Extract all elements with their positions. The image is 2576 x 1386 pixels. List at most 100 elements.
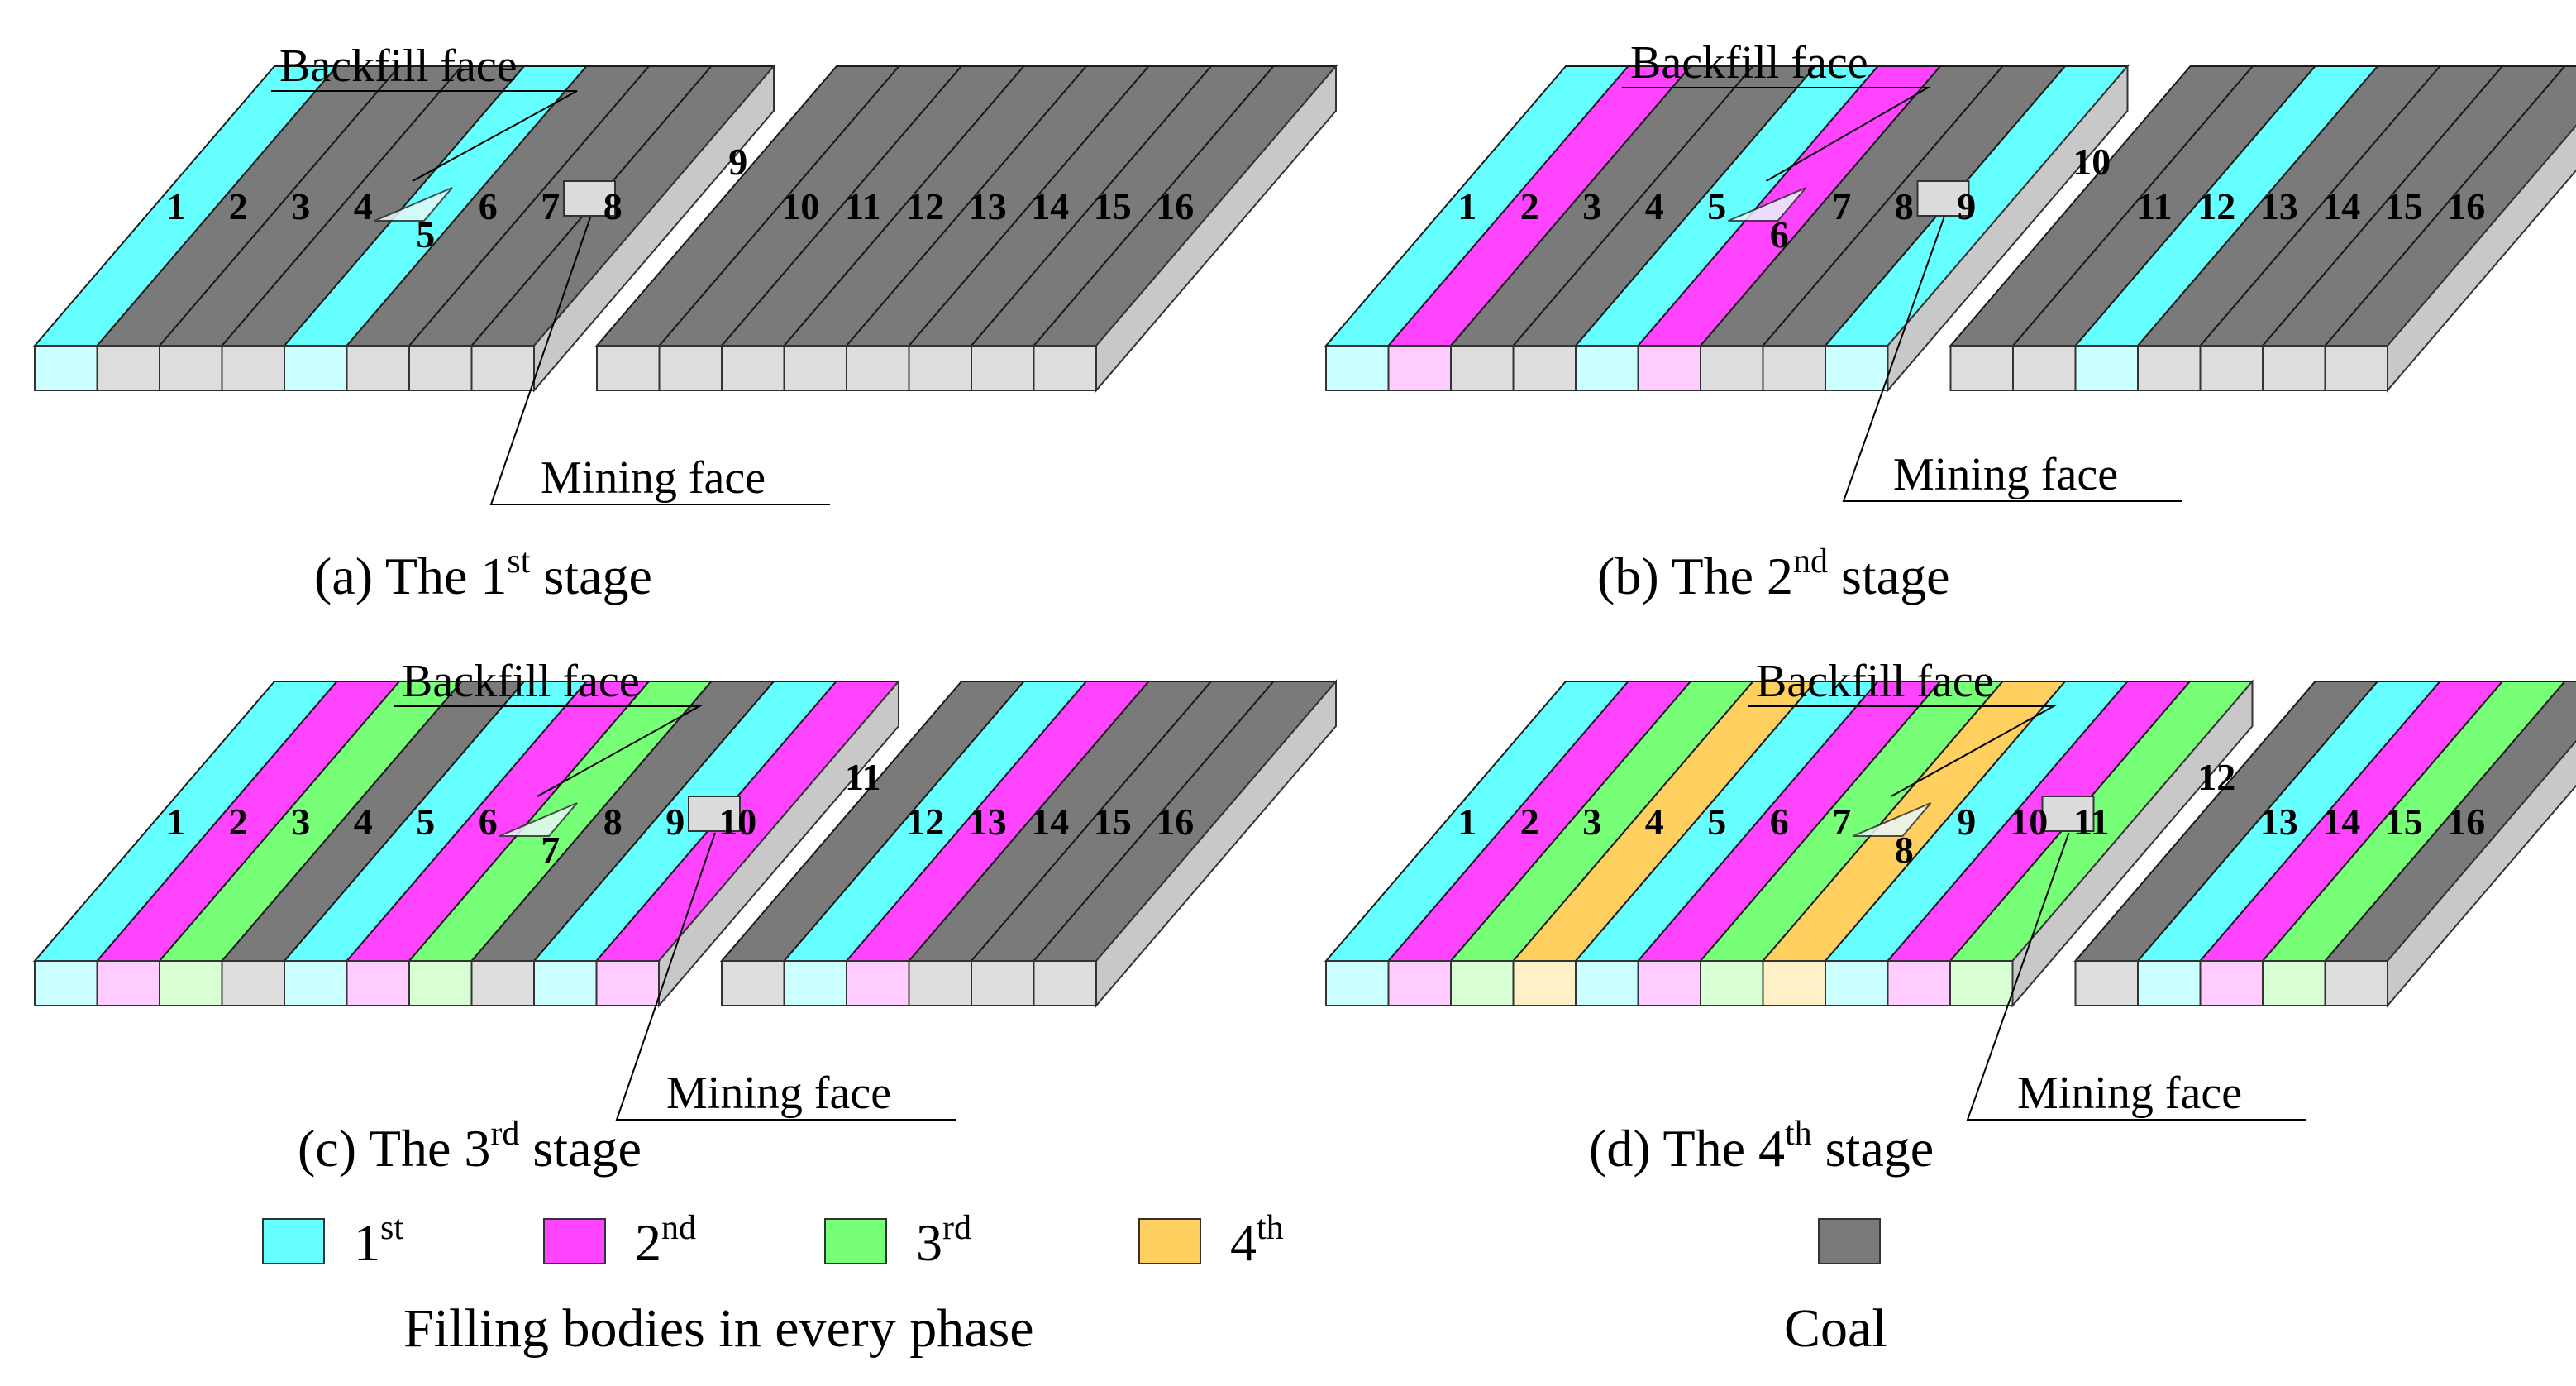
right-block-side — [1095, 64, 1337, 393]
legend-swatch-3rd — [824, 1218, 887, 1264]
strip-number: 5 — [1707, 185, 1726, 227]
backfill-face-label: Backfill face — [1630, 37, 1868, 88]
strip-number: 2 — [1520, 185, 1539, 227]
backfill-face-label: Backfill face — [1756, 656, 1994, 707]
strip-number: 5 — [1707, 801, 1726, 843]
legend-label-4th: 4th — [1230, 1209, 1284, 1272]
strip-number: 12 — [906, 185, 944, 227]
strip-front-6 — [1637, 345, 1701, 391]
strip-number: 1 — [1457, 185, 1476, 227]
strip-front-8 — [470, 345, 535, 391]
strip-number: 1 — [166, 185, 185, 227]
strip-number: 14 — [1031, 185, 1069, 227]
backfill-face-label: Backfill face — [402, 656, 640, 707]
strip-front-9 — [1825, 960, 1889, 1006]
mining-leader — [615, 832, 956, 1121]
left-block-side — [658, 679, 899, 1008]
strip-number: 6 — [1770, 213, 1789, 256]
strip-number: 4 — [354, 185, 373, 227]
strip-number: 3 — [291, 185, 310, 227]
strip-number: 4 — [354, 801, 373, 843]
strip-front-13 — [846, 345, 910, 391]
strip-number: 15 — [2385, 185, 2423, 227]
strip-front-1 — [34, 345, 98, 391]
strip-front-7 — [1700, 960, 1764, 1006]
strip-front-9 — [1825, 345, 1889, 391]
left-block-side — [533, 64, 775, 393]
strip-number: 2 — [1520, 801, 1539, 843]
mining-notch — [563, 180, 616, 217]
strip-front-16 — [2324, 345, 2388, 391]
strip-front-14 — [908, 345, 972, 391]
strip-number: 15 — [1094, 801, 1132, 843]
strip-number: 8 — [1895, 829, 1914, 871]
strip-number: 7 — [1832, 185, 1851, 227]
strip-front-8 — [1762, 960, 1826, 1006]
strip-front-15 — [2262, 960, 2326, 1006]
strip-front-14 — [2199, 345, 2264, 391]
backfill-notch — [374, 187, 453, 222]
strip-front-14 — [908, 960, 972, 1006]
backfill-leader — [271, 90, 578, 182]
strip-number: 14 — [2322, 185, 2360, 227]
strip-front-8 — [1762, 345, 1826, 391]
right-block-side — [1095, 679, 1337, 1008]
backfill-face-label: Backfill face — [279, 41, 518, 92]
strip-front-5 — [1575, 960, 1639, 1006]
strip-front-13 — [2137, 345, 2202, 391]
strip-front-10 — [1887, 960, 1951, 1006]
strip-front-11 — [721, 960, 785, 1006]
strip-front-14 — [2199, 960, 2264, 1006]
strip-front-8 — [470, 960, 535, 1006]
strip-front-9 — [596, 345, 661, 391]
legend-swatch-2nd — [543, 1218, 606, 1264]
strip-front-10 — [1949, 345, 2014, 391]
strip-number: 6 — [479, 185, 498, 227]
strip-front-13 — [846, 960, 910, 1006]
mining-leader — [489, 217, 830, 505]
strip-number: 2 — [229, 801, 248, 843]
strip-number: 14 — [1031, 801, 1069, 843]
strip-front-12 — [783, 345, 847, 391]
strip-front-16 — [1033, 345, 1097, 391]
strip-front-5 — [1575, 345, 1639, 391]
backfill-leader — [394, 705, 703, 797]
strip-front-12 — [2074, 345, 2139, 391]
strip-number: 11 — [845, 185, 880, 227]
mining-face-label: Mining face — [1893, 449, 2118, 500]
strip-number: 14 — [2322, 801, 2360, 843]
strip-number: 16 — [2447, 185, 2485, 227]
strip-number: 8 — [603, 801, 623, 843]
strip-number: 10 — [781, 185, 819, 227]
mining-notch — [1916, 180, 1970, 217]
strip-front-4 — [221, 345, 285, 391]
right-block-side — [2387, 739, 2576, 1008]
strip-front-7 — [1700, 345, 1764, 391]
strip-number: 16 — [2447, 801, 2485, 843]
mining-notch — [688, 796, 741, 832]
legend: 1st 2nd 3rd 4th Filling bodies in every … — [262, 1209, 1887, 1359]
strip-front-10 — [658, 345, 723, 391]
mining-leader — [1842, 217, 2182, 502]
strip-front-4 — [1512, 345, 1577, 391]
strip-front-12 — [783, 960, 847, 1006]
strip-number: 8 — [603, 185, 623, 227]
strip-number: 6 — [1770, 801, 1789, 843]
strip-number: 9 — [1957, 801, 1976, 843]
strip-front-11 — [721, 345, 785, 391]
strip-number: 3 — [291, 801, 310, 843]
strip-number: 4 — [1645, 185, 1664, 227]
strip-front-7 — [408, 960, 473, 1006]
strip-number: 10 — [2010, 801, 2048, 843]
backfill-leader — [1748, 705, 2057, 797]
strip-front-2 — [96, 960, 160, 1006]
panel-caption: (a) The 1st stage — [314, 542, 652, 605]
strip-number: 10 — [2073, 141, 2111, 183]
legend-swatch-1st — [262, 1218, 325, 1264]
strip-number: 3 — [1582, 801, 1601, 843]
legend-coal-label: Coal — [1784, 1298, 1887, 1359]
strip-front-15 — [971, 960, 1035, 1006]
panel-caption: (c) The 3rd stage — [298, 1115, 642, 1178]
strip-number: 16 — [1156, 801, 1194, 843]
